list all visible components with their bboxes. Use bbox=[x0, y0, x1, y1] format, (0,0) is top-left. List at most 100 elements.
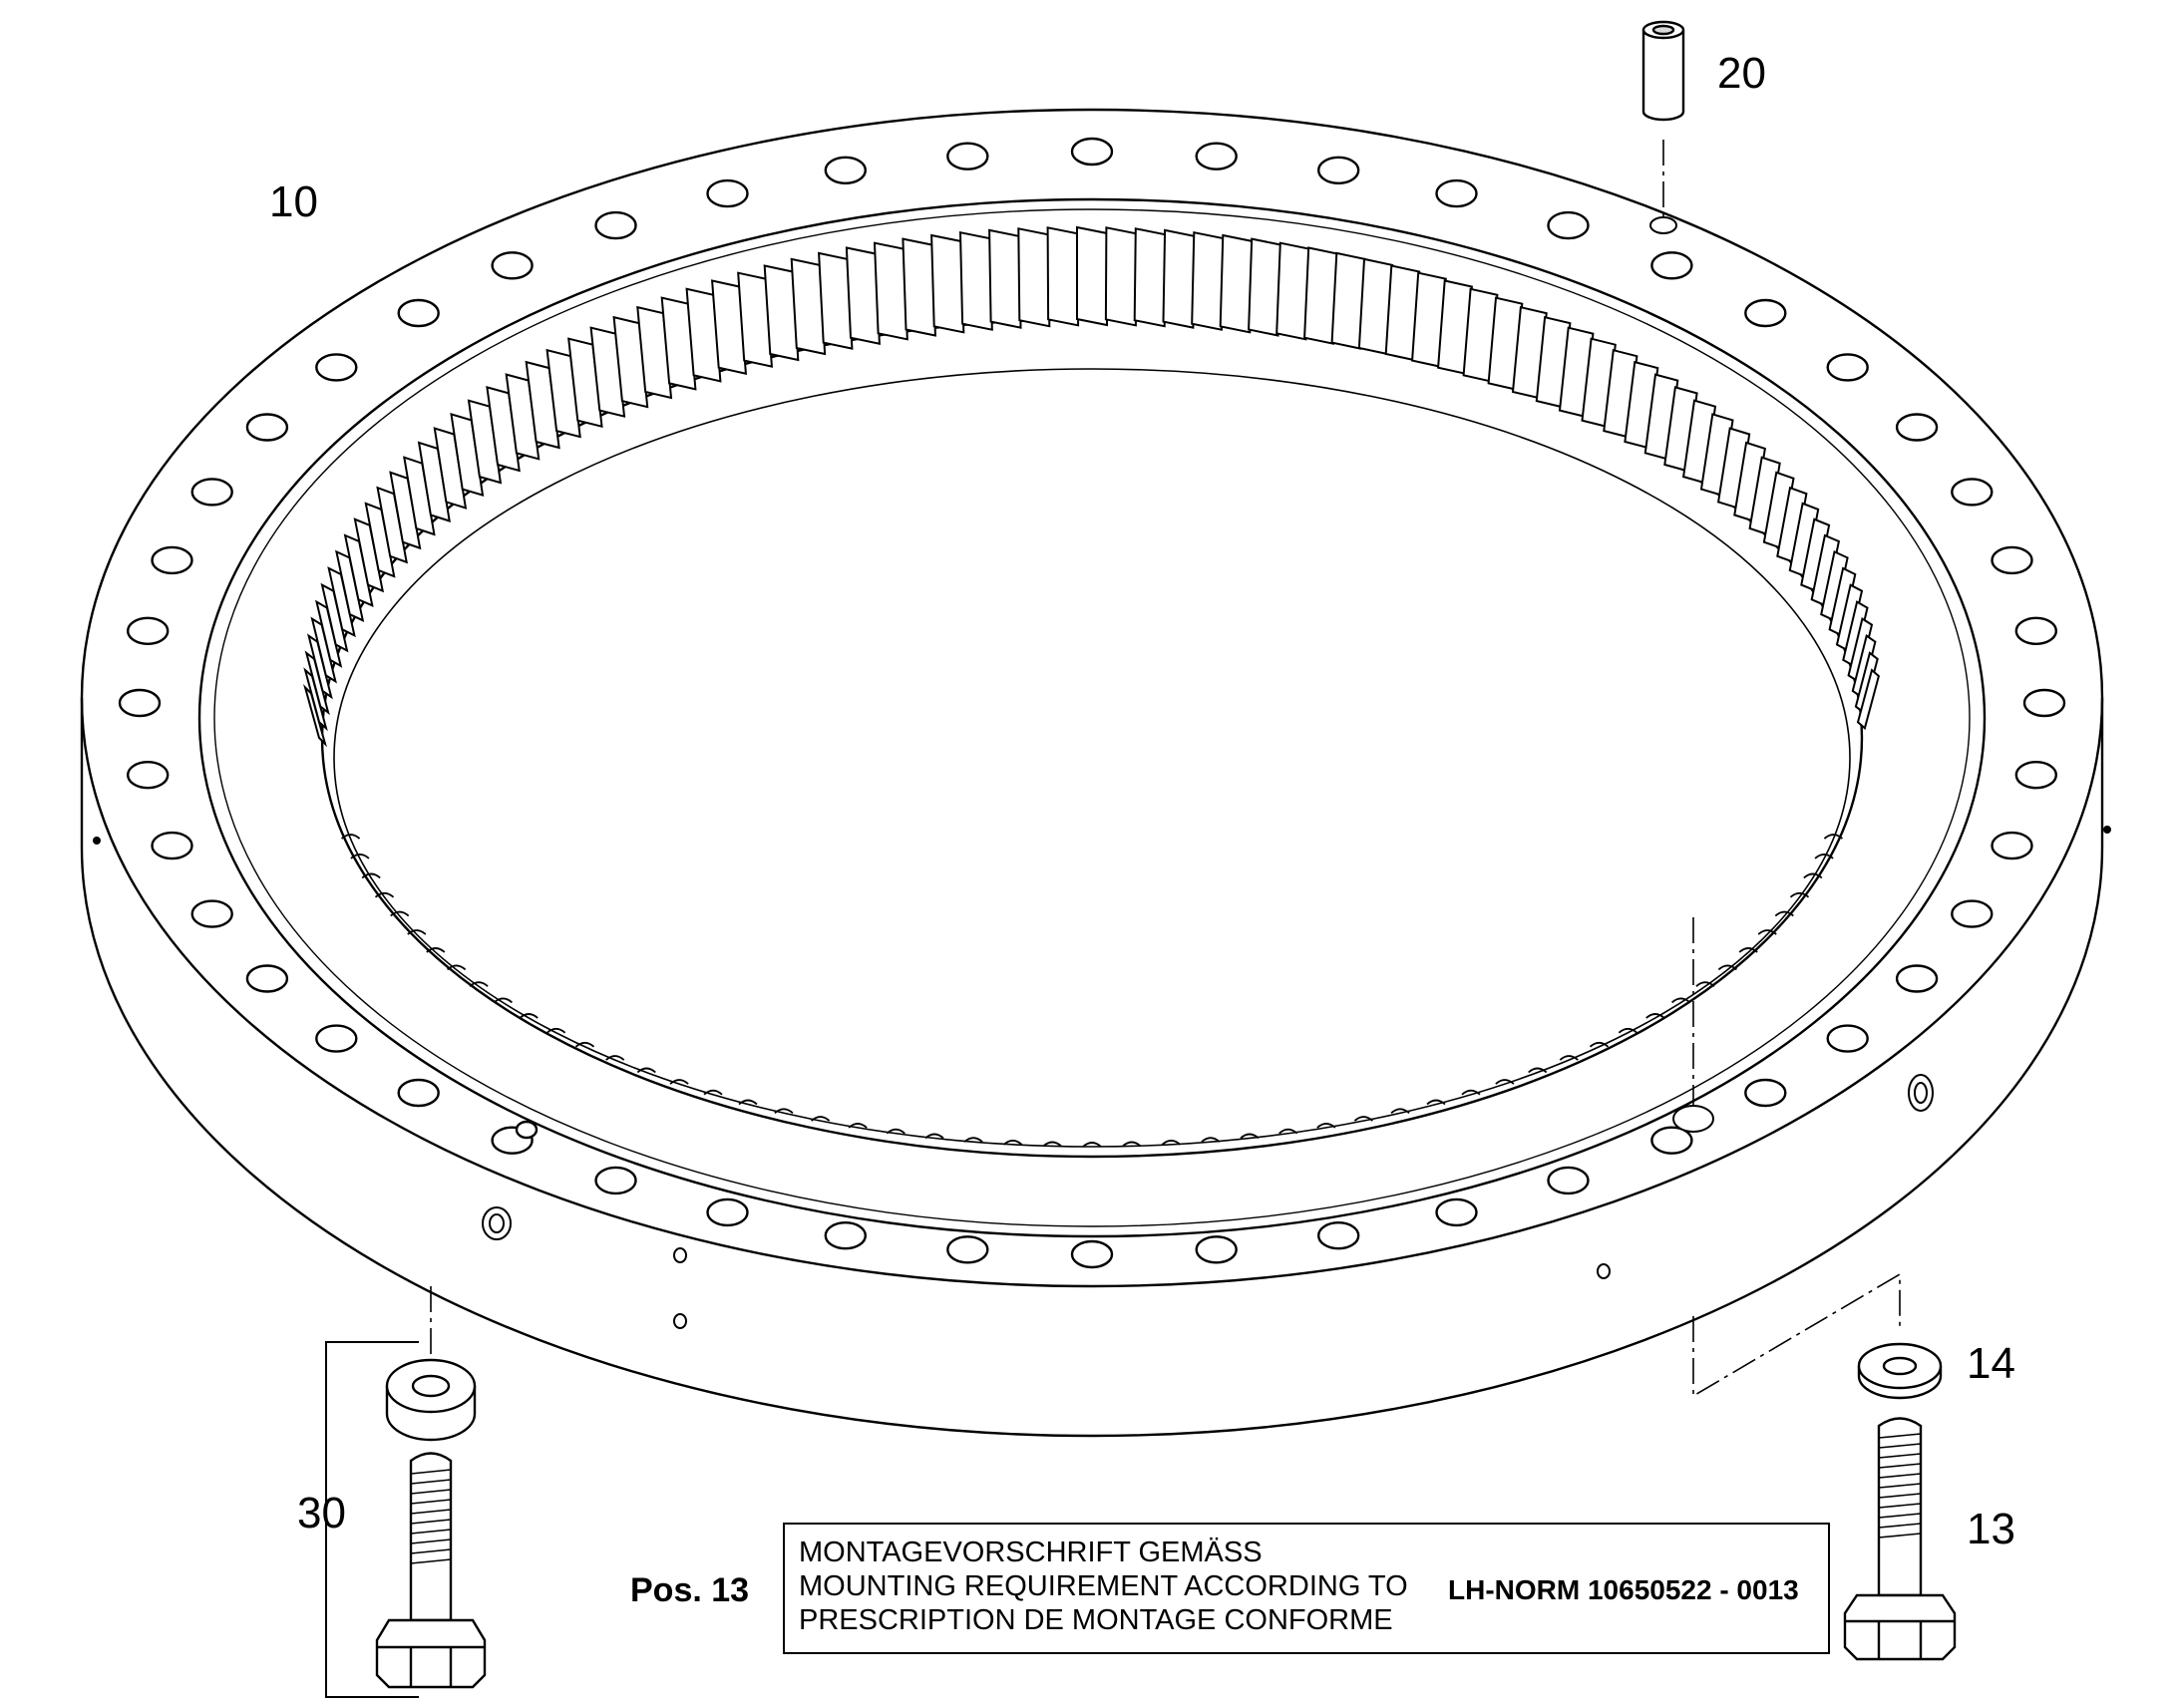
bolt-holes bbox=[118, 137, 2066, 1269]
gear-tooth bbox=[1748, 456, 1781, 536]
thread-line bbox=[1878, 1493, 1922, 1499]
bolt-hole bbox=[1650, 1126, 1693, 1155]
bolt-hole bbox=[1895, 964, 1939, 993]
thread-line bbox=[1878, 1473, 1922, 1479]
bolt-hole bbox=[1195, 142, 1238, 171]
gear-tooth-lower bbox=[1774, 910, 1794, 917]
assembly-bracket-30 bbox=[325, 1341, 419, 1698]
ring-outer-top bbox=[80, 108, 2104, 1288]
gear-tooth-lower bbox=[738, 1099, 758, 1106]
gear-tooth-lower bbox=[1353, 1116, 1373, 1122]
leader-washer bbox=[1692, 1272, 1901, 1398]
gear-tooth bbox=[1842, 600, 1869, 668]
gear-teeth-lower bbox=[341, 834, 1843, 1148]
gear-tooth-lower bbox=[493, 997, 513, 1004]
bolt-hole bbox=[1070, 1239, 1114, 1269]
gear-tooth bbox=[1810, 533, 1841, 607]
bolt-hole bbox=[1435, 178, 1478, 208]
gear-tooth bbox=[1788, 502, 1820, 578]
gear-tooth bbox=[930, 233, 965, 334]
thread-line bbox=[410, 1548, 452, 1554]
side-hole-2 bbox=[673, 1313, 687, 1329]
bolt-hole bbox=[706, 1197, 749, 1227]
thread-line bbox=[1878, 1463, 1922, 1469]
bolt-hole bbox=[1316, 1220, 1360, 1250]
gear-tooth-lower bbox=[1618, 1027, 1637, 1034]
ring-bolt-circle-edge bbox=[197, 197, 1987, 1238]
gear-tooth-lower bbox=[519, 1013, 539, 1019]
gear-tooth bbox=[1384, 264, 1421, 362]
gear-tooth-lower bbox=[1823, 834, 1843, 840]
bolt-hole bbox=[594, 1166, 637, 1196]
bolt-hole bbox=[824, 1220, 867, 1250]
gear-tooth bbox=[873, 241, 908, 341]
bolt-hole bbox=[126, 616, 170, 645]
gear-tooth-lower bbox=[924, 1133, 944, 1140]
thread-line bbox=[410, 1479, 452, 1485]
side-dot-left bbox=[93, 837, 101, 845]
gear-tooth bbox=[1104, 226, 1138, 327]
gear-tooth-lower bbox=[426, 947, 446, 953]
thread-line bbox=[1878, 1453, 1922, 1459]
gear-tooth-lower bbox=[1717, 964, 1737, 971]
bolt-hole bbox=[245, 964, 289, 993]
bolt-hole bbox=[491, 251, 534, 280]
lube-nipple-left-inner bbox=[489, 1213, 505, 1233]
gear-tooth-lower bbox=[390, 910, 410, 917]
left-bolt bbox=[375, 1452, 487, 1689]
sleeve-hole bbox=[1649, 216, 1677, 234]
left-washer bbox=[385, 1358, 477, 1442]
bolt-hole bbox=[1316, 156, 1360, 185]
bolt-hole bbox=[397, 298, 440, 328]
gear-tooth-lower bbox=[1461, 1089, 1481, 1096]
gear-tooth-lower bbox=[341, 834, 361, 840]
bolt-hole bbox=[1951, 899, 1994, 928]
note-line-de: MONTAGEVORSCHRIFT GEMÄSS bbox=[799, 1537, 1263, 1568]
gear-tooth bbox=[1462, 287, 1499, 383]
gear-tooth-lower bbox=[605, 1055, 625, 1061]
thread-line bbox=[1878, 1443, 1922, 1449]
gear-tooth-lower bbox=[1122, 1141, 1142, 1148]
gear-tooth-lower bbox=[669, 1079, 689, 1085]
gear-tooth-lower bbox=[1042, 1141, 1062, 1148]
bolt-hole bbox=[706, 178, 749, 208]
bolt-hole bbox=[2014, 616, 2058, 645]
bolt-hole bbox=[245, 413, 289, 442]
thread-line bbox=[1878, 1433, 1922, 1439]
right-bolt-thread bbox=[1878, 1433, 1922, 1538]
note-norm-reference: LH-NORM 10650522 - 0013 bbox=[1448, 1574, 1799, 1605]
gear-tooth bbox=[1076, 225, 1108, 327]
sleeve-part-20 bbox=[1641, 20, 1685, 122]
bolt-hole bbox=[1070, 137, 1114, 167]
bolt-hole bbox=[594, 210, 637, 240]
gear-tooth bbox=[1017, 227, 1051, 328]
gear-tooth-lower bbox=[469, 981, 489, 987]
side-hole-3 bbox=[1597, 1263, 1611, 1279]
note-line-en: MOUNTING REQUIREMENT ACCORDING TO bbox=[799, 1570, 1408, 1602]
bolt-hole bbox=[126, 761, 170, 790]
bolt-hole bbox=[190, 899, 233, 928]
bolt-hole bbox=[1435, 1197, 1478, 1227]
right-bolt bbox=[1843, 1417, 1957, 1661]
gear-tooth bbox=[1511, 305, 1548, 400]
gear-tooth-lower bbox=[1789, 891, 1810, 898]
bolt-hole bbox=[1895, 413, 1939, 442]
gear-tooth bbox=[1046, 226, 1080, 327]
thread-line bbox=[1878, 1503, 1922, 1509]
gear-tooth-lower bbox=[546, 1027, 566, 1034]
gear-tooth-lower bbox=[1528, 1067, 1548, 1074]
note-position-label: Pos. 13 bbox=[630, 1571, 750, 1609]
gear-tooth-lower bbox=[1390, 1108, 1410, 1114]
gear-tooth-lower bbox=[703, 1089, 723, 1096]
bolt-hole bbox=[1951, 478, 1994, 507]
ring-outer-side bbox=[80, 698, 2104, 1438]
gear-tooth-lower bbox=[1316, 1123, 1336, 1129]
gear-tooth-lower bbox=[1738, 947, 1758, 953]
bolt-hole bbox=[1744, 1078, 1787, 1108]
marker-hole bbox=[1672, 1105, 1714, 1133]
gear-tooth-lower bbox=[361, 872, 381, 879]
bolt-hole bbox=[1547, 210, 1590, 240]
gear-tooth bbox=[902, 237, 936, 337]
gear-tooth-lower bbox=[350, 854, 370, 859]
